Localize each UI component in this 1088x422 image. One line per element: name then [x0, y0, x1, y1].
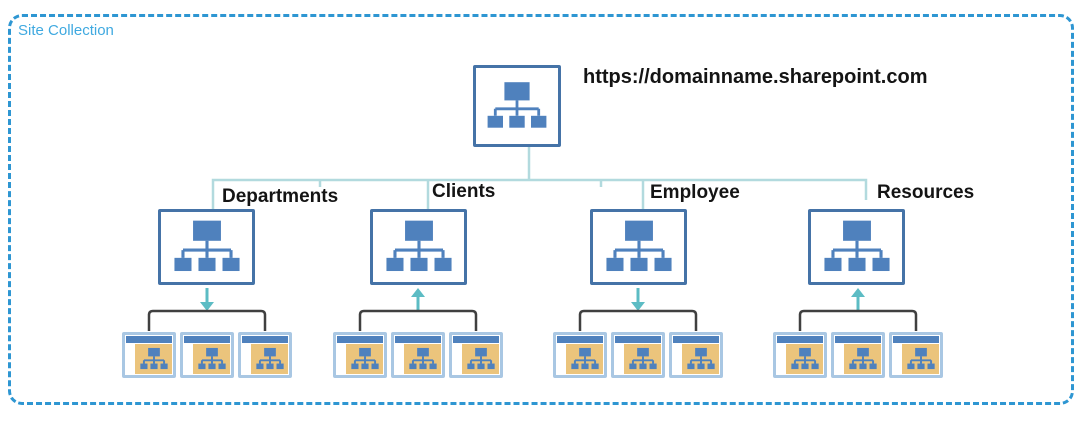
subsite-icon-clients-1 [333, 332, 387, 378]
subsite-sidebar [615, 344, 624, 374]
subsite-sidebar [835, 344, 844, 374]
org-chart-icon [821, 216, 893, 278]
subsite-body [777, 344, 823, 374]
org-chart-icon [628, 346, 658, 372]
subsite-body [453, 344, 499, 374]
org-chart-icon [171, 216, 243, 278]
subsite-icon-departments-3 [238, 332, 292, 378]
subsite-body [673, 344, 719, 374]
site-label-resources: Resources [877, 182, 975, 203]
subsite-sidebar [777, 344, 786, 374]
subsite-sidebar [557, 344, 566, 374]
root-site-url: https://domainname.sharepoint.com [583, 66, 928, 88]
subsite-content [135, 344, 172, 374]
subsite-titlebar [615, 336, 661, 343]
subsite-body [615, 344, 661, 374]
subsite-icon-employee-3 [669, 332, 723, 378]
subsite-icon-resources-2 [831, 332, 885, 378]
org-chart-icon [603, 216, 675, 278]
subsite-content [624, 344, 661, 374]
subsite-titlebar [893, 336, 939, 343]
subsite-icon-resources-1 [773, 332, 827, 378]
subsite-titlebar [126, 336, 172, 343]
site-node-employee [590, 209, 687, 285]
subsite-titlebar [337, 336, 383, 343]
subsite-icon-departments-1 [122, 332, 176, 378]
subsite-sidebar [453, 344, 462, 374]
subsite-sidebar [242, 344, 251, 374]
site-node-clients [370, 209, 467, 285]
subsite-body [184, 344, 230, 374]
org-chart-icon [485, 78, 549, 134]
subsite-titlebar [453, 336, 499, 343]
org-chart-icon [139, 346, 169, 372]
org-chart-icon [790, 346, 820, 372]
subsite-sidebar [184, 344, 193, 374]
org-chart-icon [197, 346, 227, 372]
site-label-clients: Clients [432, 181, 496, 202]
subsite-sidebar [673, 344, 682, 374]
subsite-titlebar [395, 336, 441, 343]
root-site-node [473, 65, 561, 147]
subsite-content [682, 344, 719, 374]
subsite-content [566, 344, 603, 374]
subsite-sidebar [395, 344, 404, 374]
subsite-content [346, 344, 383, 374]
subsite-content [251, 344, 288, 374]
subsite-content [193, 344, 230, 374]
subsite-content [786, 344, 823, 374]
subsite-content [404, 344, 441, 374]
subsite-icon-clients-2 [391, 332, 445, 378]
subsite-content [462, 344, 499, 374]
subsite-titlebar [184, 336, 230, 343]
subsite-icon-employee-2 [611, 332, 665, 378]
subsite-body [126, 344, 172, 374]
subsite-titlebar [777, 336, 823, 343]
subsite-body [242, 344, 288, 374]
subsite-sidebar [893, 344, 902, 374]
site-collection-boundary [8, 14, 1074, 405]
subsite-titlebar [557, 336, 603, 343]
subsite-icon-resources-3 [889, 332, 943, 378]
org-chart-icon [350, 346, 380, 372]
site-node-resources [808, 209, 905, 285]
subsite-sidebar [337, 344, 346, 374]
subsite-icon-departments-2 [180, 332, 234, 378]
subsite-icon-employee-1 [553, 332, 607, 378]
subsite-sidebar [126, 344, 135, 374]
subsite-icon-clients-3 [449, 332, 503, 378]
org-chart-icon [466, 346, 496, 372]
subsite-titlebar [835, 336, 881, 343]
subsite-titlebar [242, 336, 288, 343]
org-chart-icon [686, 346, 716, 372]
subsite-body [337, 344, 383, 374]
subsite-titlebar [673, 336, 719, 343]
site-node-departments [158, 209, 255, 285]
site-label-departments: Departments [222, 186, 339, 207]
org-chart-icon [408, 346, 438, 372]
subsite-content [844, 344, 881, 374]
subsite-content [902, 344, 939, 374]
subsite-body [835, 344, 881, 374]
org-chart-icon [570, 346, 600, 372]
org-chart-icon [906, 346, 936, 372]
org-chart-icon [255, 346, 285, 372]
subsite-body [893, 344, 939, 374]
org-chart-icon [848, 346, 878, 372]
subsite-body [395, 344, 441, 374]
site-collection-label: Site Collection [18, 22, 114, 39]
site-label-employee: Employee [650, 182, 740, 203]
subsite-body [557, 344, 603, 374]
org-chart-icon [383, 216, 455, 278]
